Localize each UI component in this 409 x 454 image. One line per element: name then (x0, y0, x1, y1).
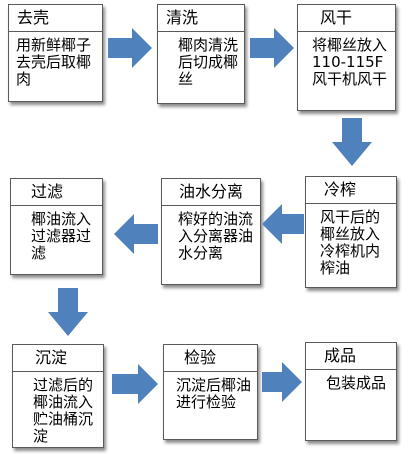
step-description: 榨好的油流入分离器油水分离 (178, 210, 254, 262)
right-arrow-icon (250, 28, 294, 68)
right-arrow-icon (108, 28, 152, 68)
step-title: 油水分离 (162, 179, 260, 206)
step-dry: 风干 将椰丝放入110-115F风干机风干 (297, 4, 396, 111)
step-description: 用新鲜椰子去壳后取椰肉 (16, 36, 92, 88)
left-arrow-icon (114, 214, 158, 254)
step-filter: 过滤 椰油流入过滤器过滤 (10, 178, 103, 275)
left-arrow-icon (262, 204, 304, 244)
step-title: 过滤 (11, 179, 102, 206)
right-arrow-icon (262, 362, 302, 402)
step-description: 包装成品 (326, 374, 387, 392)
right-arrow-icon (112, 364, 158, 404)
step-title: 成品 (306, 343, 396, 370)
step-description: 椰油流入过滤器过滤 (31, 210, 92, 262)
step-description: 沉淀后椰油进行检验 (176, 376, 252, 411)
down-arrow-icon (48, 288, 88, 336)
step-wash: 清洗 椰肉清洗后切成椰丝 (157, 4, 245, 104)
step-title: 沉淀 (13, 345, 103, 372)
step-title: 冷榨 (306, 177, 396, 204)
step-description: 将椰丝放入110-115F风干机风干 (312, 36, 388, 88)
step-press: 冷榨 风干后的椰丝放入冷榨机内榨油 (305, 176, 397, 288)
step-settle: 沉淀 过滤后的椰油流入贮油桶沉淀 (12, 344, 104, 448)
step-product: 成品 包装成品 (305, 342, 397, 441)
step-inspect: 检验 沉淀后椰油进行检验 (163, 344, 258, 440)
down-arrow-icon (332, 118, 372, 166)
step-separate: 油水分离 榨好的油流入分离器油水分离 (161, 178, 261, 285)
step-description: 椰肉清洗后切成椰丝 (178, 36, 239, 88)
step-title: 清洗 (158, 5, 244, 32)
step-peel: 去壳 用新鲜椰子去壳后取椰肉 (8, 4, 103, 102)
step-description: 风干后的椰丝放入冷榨机内榨油 (320, 208, 381, 277)
step-title: 风干 (298, 5, 395, 32)
step-title: 检验 (164, 345, 257, 372)
step-title: 去壳 (9, 5, 102, 32)
step-description: 过滤后的椰油流入贮油桶沉淀 (33, 376, 94, 445)
